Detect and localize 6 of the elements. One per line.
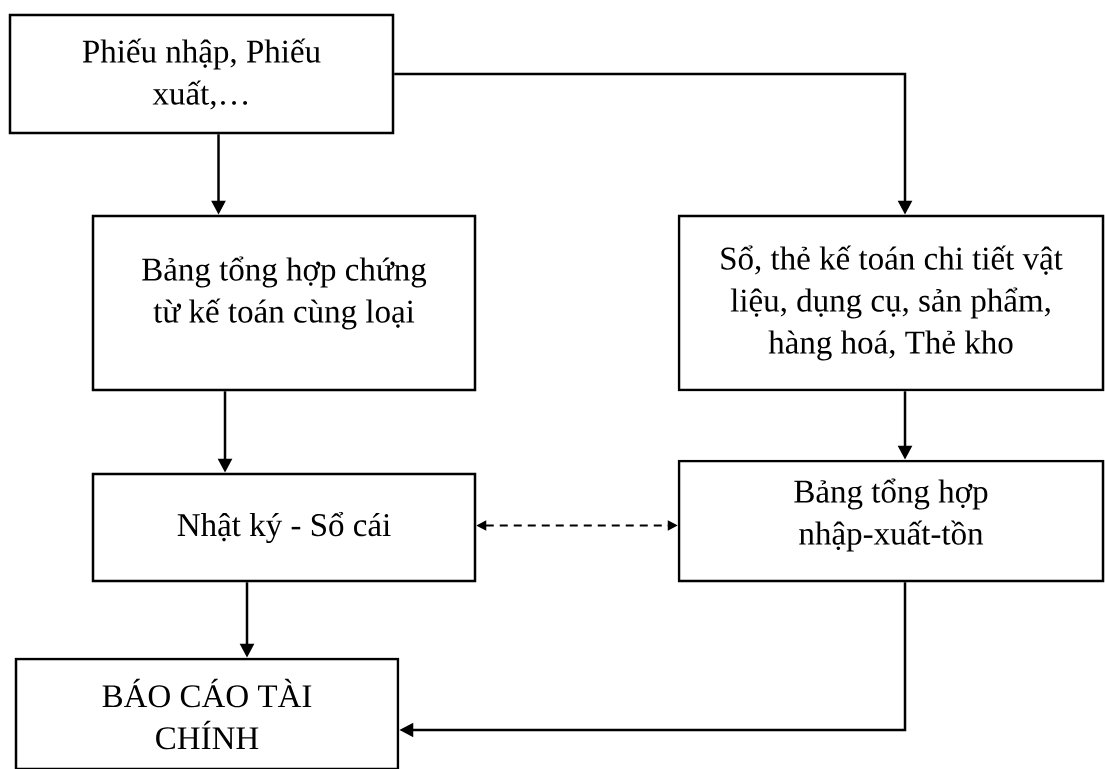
process-box: Bảng tổng hợp chứng từ kế toán cùng loại bbox=[91, 214, 477, 392]
process-box: Nhật ký - Sổ cái bbox=[91, 472, 477, 583]
process-box: Phiếu nhập, Phiếu xuất,… bbox=[8, 13, 395, 135]
process-box: Sổ, thẻ kế toán chi tiết vật liệu, dụng cụ, sản phẩm, hàng hoá, Thẻ kho bbox=[677, 214, 1105, 392]
process-box: Bảng tổng hợp nhập-xuất-tồn bbox=[677, 459, 1105, 583]
process-box: BÁO CÁO TÀI CHÍNH bbox=[14, 657, 400, 769]
